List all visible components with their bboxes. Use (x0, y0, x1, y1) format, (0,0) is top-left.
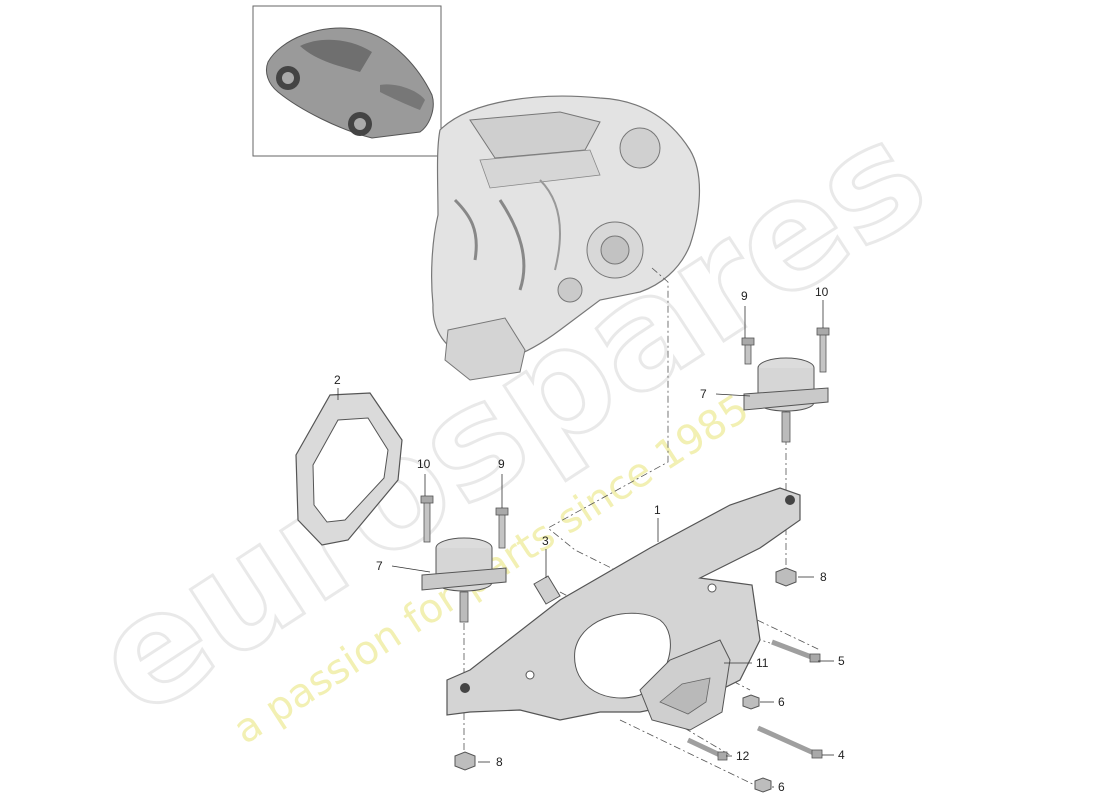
bolt-part-4 (756, 725, 823, 759)
callout-1: 1 (654, 503, 661, 517)
nut-part-8-right (775, 567, 797, 587)
bolt-part-5 (771, 639, 821, 663)
engine-mount-right-part-7 (743, 357, 829, 443)
callout-8-left: 8 (496, 755, 503, 769)
callout-7-left: 7 (376, 559, 383, 573)
callout-8-right: 8 (820, 570, 827, 584)
callout-7-right: 7 (700, 387, 707, 401)
nut-part-8-left (454, 751, 476, 771)
sleeve-part-3 (533, 575, 561, 605)
callout-9-right: 9 (741, 289, 748, 303)
callout-10-right: 10 (815, 285, 829, 299)
callout-12: 12 (736, 749, 750, 763)
callout-6-upper: 6 (778, 695, 785, 709)
nut-part-6-lower (754, 777, 772, 793)
callout-labels: 1 2 3 4 5 6 6 7 7 8 8 9 9 10 10 11 12 (334, 285, 845, 794)
callout-3: 3 (542, 534, 549, 548)
engine-assembly (431, 95, 701, 381)
engine-mount-left-part-7 (421, 537, 507, 623)
car-icon (265, 27, 434, 139)
callout-2: 2 (334, 373, 341, 387)
callout-4: 4 (838, 748, 845, 762)
callout-leader-lines (337, 300, 834, 788)
ring-bracket-part-2 (295, 392, 403, 546)
bolt-part-12 (686, 737, 728, 761)
callout-6-lower: 6 (778, 780, 785, 794)
bolt-part-10-right (816, 327, 830, 373)
nut-part-6-upper (742, 694, 760, 710)
bolt-part-10-left (420, 495, 434, 543)
vehicle-thumbnail (252, 5, 442, 157)
bolt-part-9-right (741, 337, 755, 365)
callout-9-left: 9 (498, 457, 505, 471)
callout-11: 11 (756, 656, 769, 670)
heat-shield-part-11 (639, 639, 731, 731)
callout-10-left: 10 (417, 457, 431, 471)
callout-5: 5 (838, 654, 845, 668)
